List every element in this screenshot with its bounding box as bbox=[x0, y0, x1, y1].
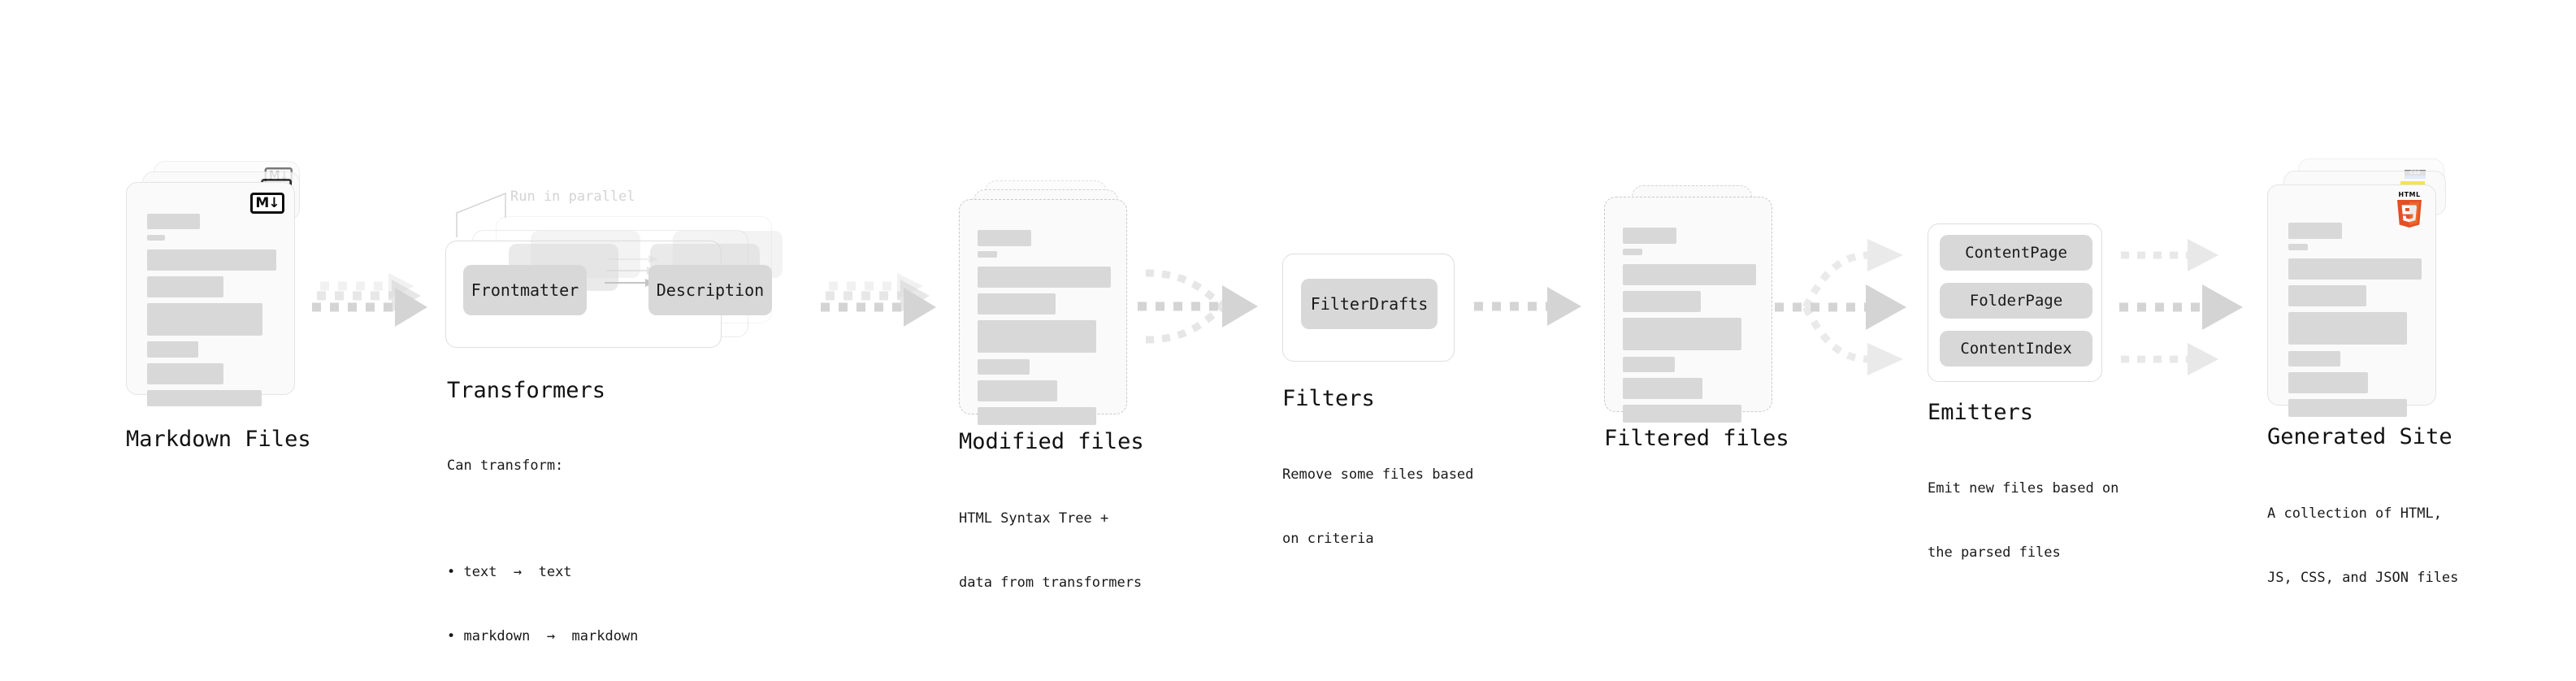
modified-card-front bbox=[959, 199, 1127, 425]
skeleton-line bbox=[147, 303, 262, 336]
stage-modified-files bbox=[959, 180, 1134, 432]
html5-badge-word: HTML bbox=[2398, 191, 2421, 198]
chip-content-page[interactable]: ContentPage bbox=[1940, 235, 2092, 271]
stage-generated-site: CSS JS HTML bbox=[2267, 158, 2462, 427]
skeleton-line bbox=[147, 341, 198, 358]
skeleton-line bbox=[2288, 312, 2407, 345]
markdown-file-stack: M↓ M↓ M↓ bbox=[126, 161, 313, 421]
skeleton-line bbox=[147, 249, 276, 271]
skeleton-line bbox=[147, 390, 262, 406]
connector-modified-to-filters bbox=[1138, 269, 1258, 344]
skeleton-line bbox=[2288, 258, 2422, 280]
connector-md-to-transformers bbox=[312, 273, 427, 327]
modified-files-description-line: HTML Syntax Tree + bbox=[959, 510, 1109, 527]
markdown-badge: M↓ bbox=[250, 193, 284, 214]
connector-filters-to-filtered bbox=[1474, 287, 1581, 326]
modified-file-stack bbox=[959, 180, 1134, 432]
emitters-description: Emit new files based on the parsed files bbox=[1928, 435, 2118, 606]
stage-title-markdown-files: Markdown Files bbox=[126, 427, 311, 452]
skeleton-line bbox=[978, 380, 1057, 401]
modified-files-description-line: data from transformers bbox=[959, 574, 1143, 591]
skeleton-line bbox=[1623, 405, 1741, 423]
skeleton-line bbox=[147, 235, 165, 241]
transformers-description-line: Can transform: bbox=[447, 457, 564, 474]
connector-filtered-to-emitters bbox=[1775, 239, 1906, 375]
skeleton-line bbox=[1623, 318, 1741, 350]
modified-files-description: HTML Syntax Tree + data from transformer… bbox=[959, 465, 1142, 636]
skeleton-line bbox=[1623, 378, 1702, 399]
skeleton-line bbox=[1623, 249, 1642, 255]
emitters-description-line: the parsed files bbox=[1928, 544, 2061, 561]
run-in-parallel-label: Run in parallel bbox=[510, 189, 635, 205]
skeleton-line bbox=[2288, 399, 2407, 417]
skeleton-line bbox=[2288, 285, 2366, 306]
skeleton-line bbox=[2288, 351, 2340, 367]
bullet-text: text → text bbox=[463, 564, 572, 581]
stage-title-generated-site: Generated Site bbox=[2267, 424, 2452, 449]
chip-frontmatter[interactable]: Frontmatter bbox=[463, 265, 587, 315]
html5-badge: HTML bbox=[2393, 192, 2426, 229]
bullet-text: markdown → markdown bbox=[463, 628, 639, 645]
skeleton-line bbox=[2288, 372, 2368, 393]
connector-transformers-to-modified bbox=[821, 273, 936, 327]
stage-title-transformers: Transformers bbox=[447, 378, 606, 403]
emitters-box: ContentPage FolderPage ContentIndex bbox=[1928, 223, 2102, 382]
stage-title-modified-files: Modified files bbox=[959, 429, 1144, 454]
chip-folder-page[interactable]: FolderPage bbox=[1940, 283, 2092, 319]
skeleton-line bbox=[1623, 228, 1676, 244]
stage-title-emitters: Emitters bbox=[1928, 400, 2034, 425]
skeleton-line bbox=[1623, 357, 1675, 372]
filters-description: Remove some files based on criteria bbox=[1282, 421, 1473, 592]
skeleton-line bbox=[978, 267, 1111, 288]
chip-content-index[interactable]: ContentIndex bbox=[1940, 331, 2092, 367]
chip-description[interactable]: Description bbox=[648, 265, 772, 315]
skeleton-line bbox=[978, 320, 1096, 353]
stage-title-filters: Filters bbox=[1282, 386, 1375, 411]
transformers-description: Can transform: • text → text • markdown … bbox=[447, 412, 638, 681]
skeleton-line bbox=[978, 293, 1056, 314]
skeleton-line bbox=[978, 230, 1031, 246]
skeleton-line bbox=[147, 276, 223, 297]
transformers-bullet-item: • text → text bbox=[447, 564, 572, 581]
connector-emitters-to-site bbox=[2119, 239, 2243, 375]
stage-filtered-files bbox=[1604, 185, 1779, 433]
skeleton-line bbox=[2288, 223, 2342, 239]
transformers-bullet-item: • markdown → markdown bbox=[447, 628, 639, 645]
emitters-description-line: Emit new files based on bbox=[1928, 479, 2119, 497]
skeleton-line bbox=[2288, 244, 2308, 250]
filters-description-line: Remove some files based bbox=[1282, 466, 1474, 483]
filters-description-line: on criteria bbox=[1282, 530, 1374, 547]
generated-site-description: A collection of HTML, JS, CSS, and JSON … bbox=[2267, 460, 2458, 631]
generated-site-description-line: JS, CSS, and JSON files bbox=[2267, 569, 2459, 586]
filtered-card-front bbox=[1604, 197, 1772, 423]
filtered-file-stack bbox=[1604, 185, 1779, 433]
generated-site-description-line: A collection of HTML, bbox=[2267, 505, 2442, 522]
chip-filter-drafts[interactable]: FilterDrafts bbox=[1301, 279, 1438, 329]
skeleton-line bbox=[1623, 264, 1756, 285]
skeleton-line bbox=[147, 214, 200, 229]
stage-markdown-files: M↓ M↓ M↓ bbox=[126, 161, 313, 421]
skeleton-line bbox=[978, 251, 997, 258]
skeleton-line bbox=[1623, 291, 1701, 312]
filters-box: FilterDrafts bbox=[1282, 254, 1455, 362]
transformers-bullet-list: • text → text • markdown → markdown • ht… bbox=[447, 519, 638, 681]
skeleton-line bbox=[978, 407, 1096, 425]
skeleton-line bbox=[147, 363, 223, 384]
generated-site-stack: CSS JS HTML bbox=[2267, 158, 2462, 427]
run-in-parallel-bracket bbox=[456, 192, 506, 237]
skeleton-line bbox=[978, 359, 1030, 375]
markdown-card-front: M↓ bbox=[126, 182, 295, 406]
html5-shield-icon bbox=[2396, 200, 2422, 228]
generated-card-front-html: HTML bbox=[2267, 184, 2436, 417]
stage-title-filtered-files: Filtered files bbox=[1604, 426, 1789, 451]
